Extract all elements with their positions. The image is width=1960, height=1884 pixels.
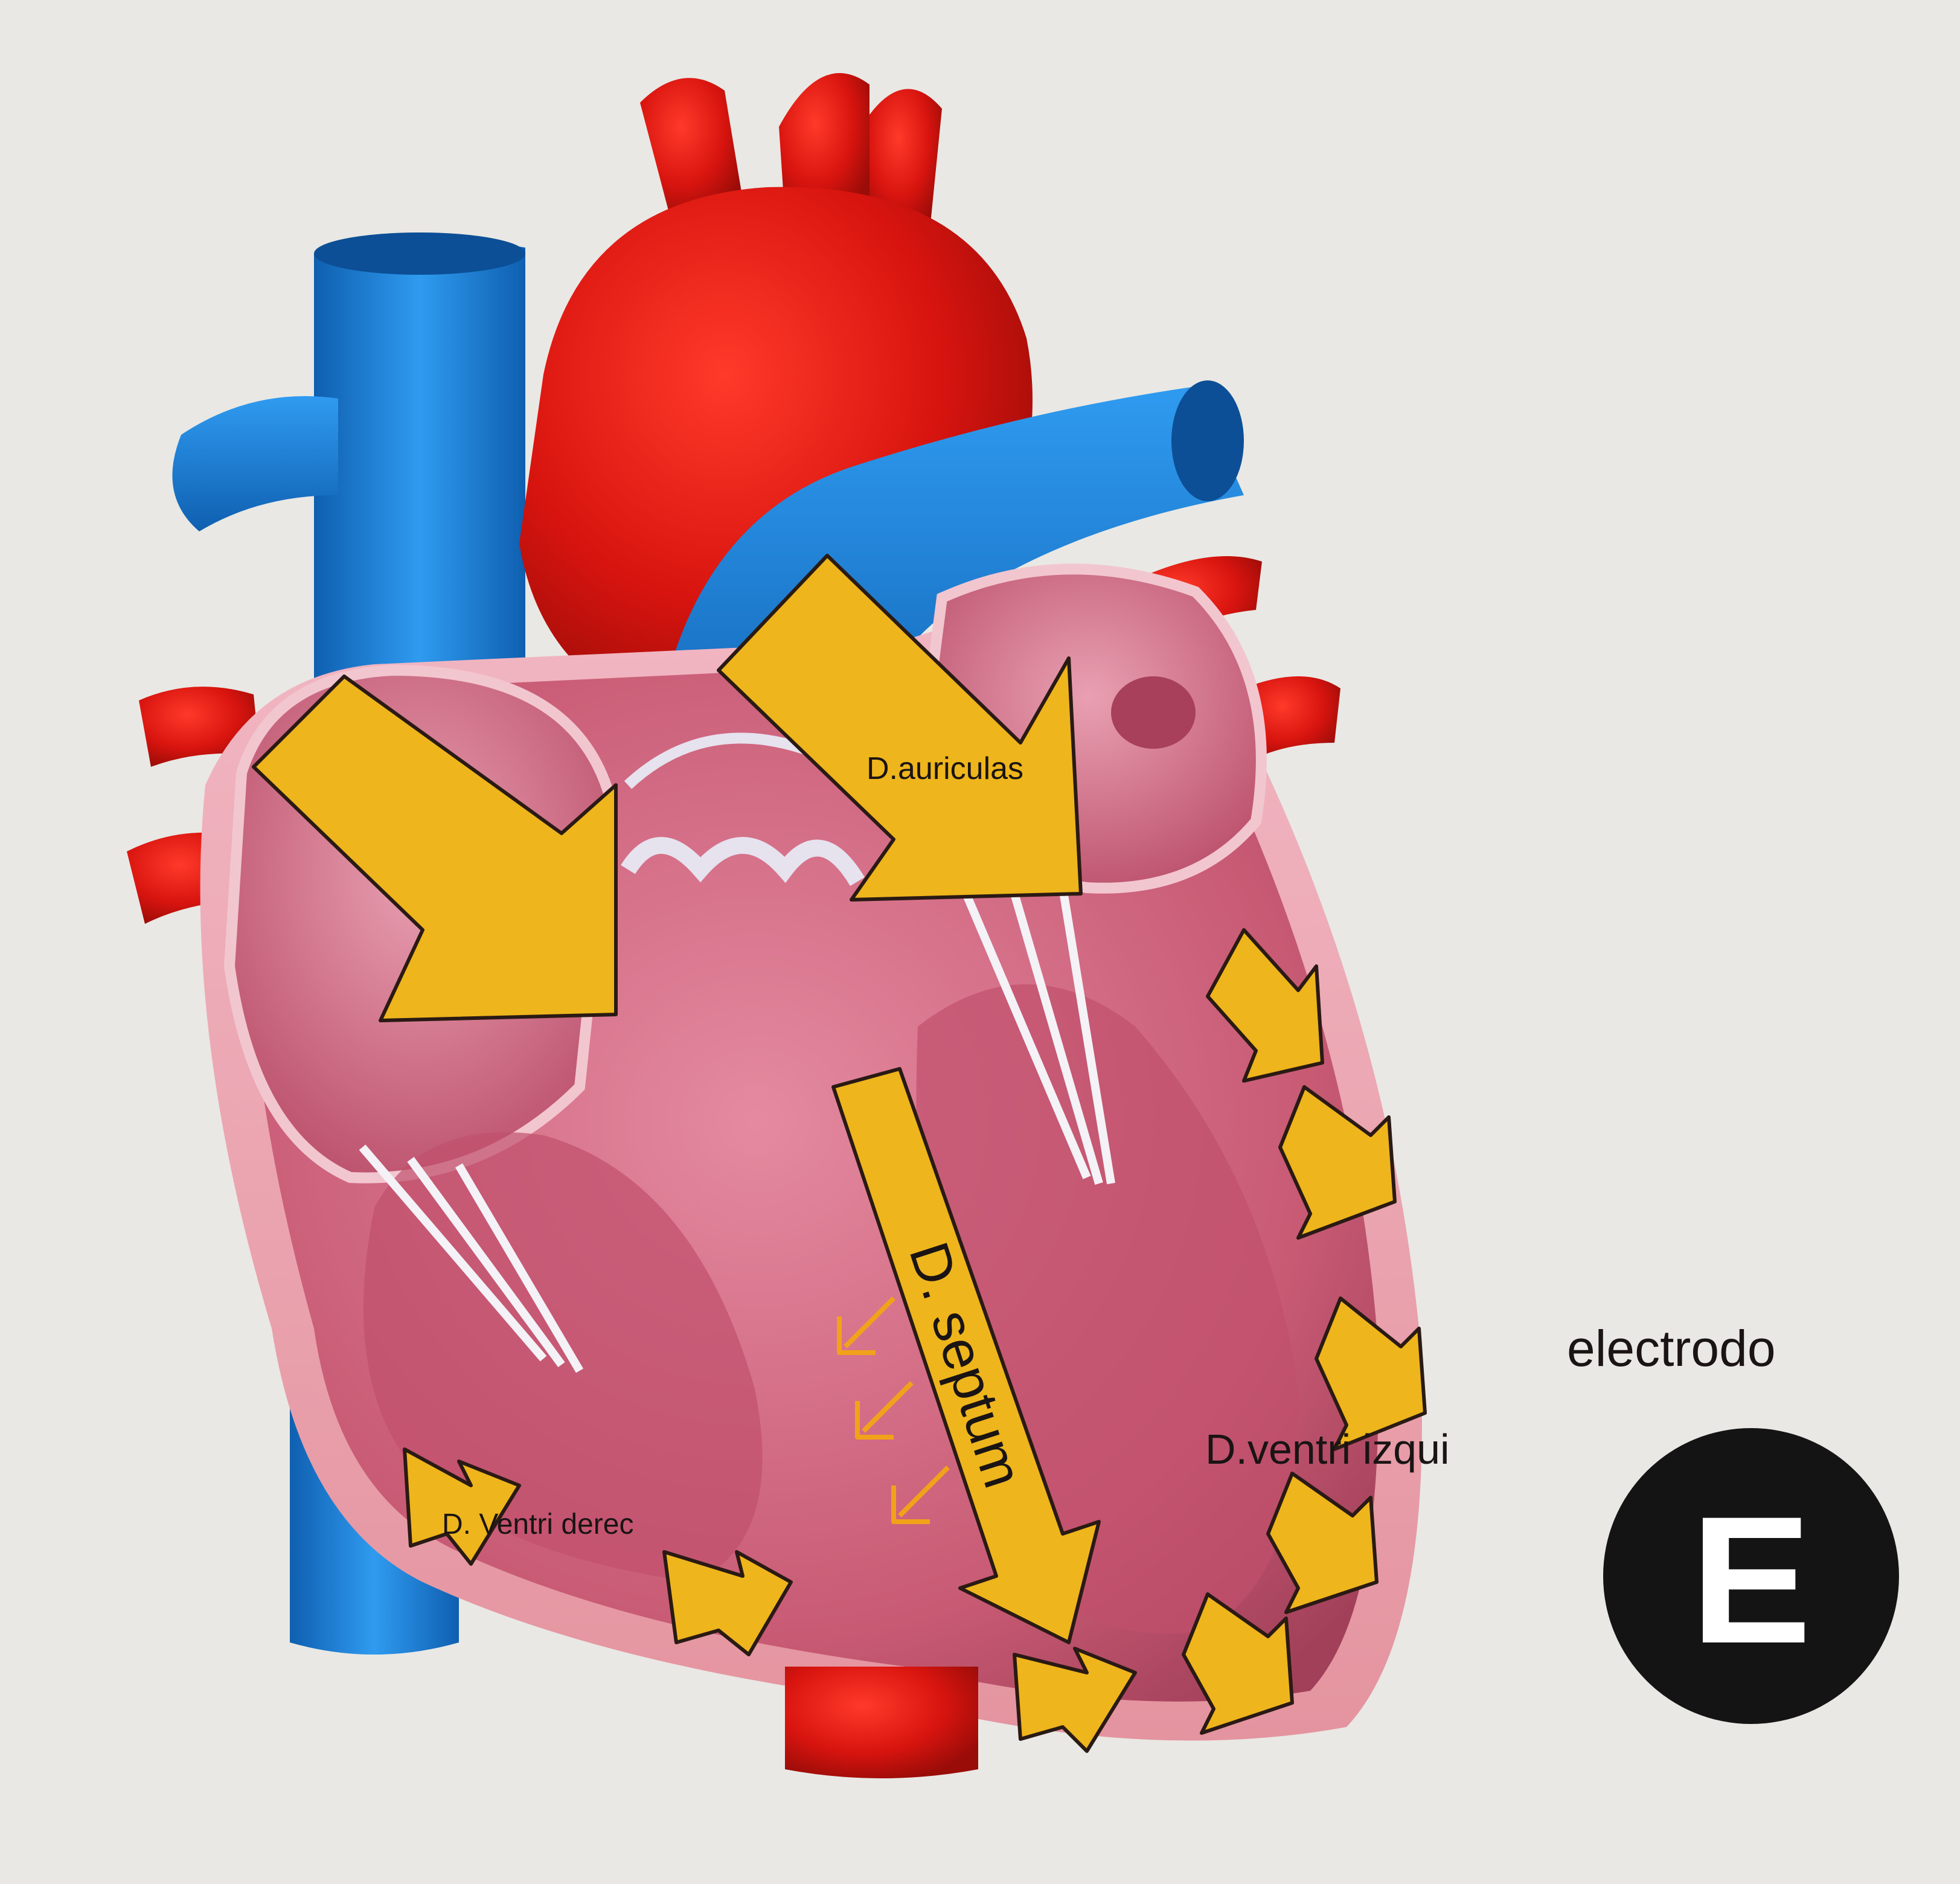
label-atria: D.auriculas <box>866 751 1023 786</box>
septum-arrow <box>831 1067 1101 1644</box>
lv-arrow-2 <box>1278 1085 1397 1240</box>
apex-arrow <box>1013 1647 1137 1753</box>
label-left-ventricle: D.ventri izqui <box>1205 1426 1450 1473</box>
electrode-badge-letter: E <box>1691 1478 1811 1681</box>
lv-arrow-3 <box>1315 1296 1427 1451</box>
electrode-badge: E <box>1603 1428 1899 1724</box>
lv-arrow-4 <box>1266 1472 1379 1614</box>
lv-arrow-5 <box>1182 1592 1294 1735</box>
lv-arrow-1 <box>1206 928 1324 1083</box>
label-electrode: electrodo <box>1567 1320 1776 1377</box>
rv-arrow-2 <box>662 1550 793 1656</box>
depolarization-arrows <box>252 554 1427 1753</box>
rv-arrow-1 <box>403 1447 521 1566</box>
label-right-ventricle: D. Ventri derec <box>442 1508 633 1540</box>
atrial-arrow-right <box>252 674 618 1022</box>
atrial-arrow-left <box>717 554 1083 902</box>
septal-small-arrows <box>837 1296 950 1524</box>
